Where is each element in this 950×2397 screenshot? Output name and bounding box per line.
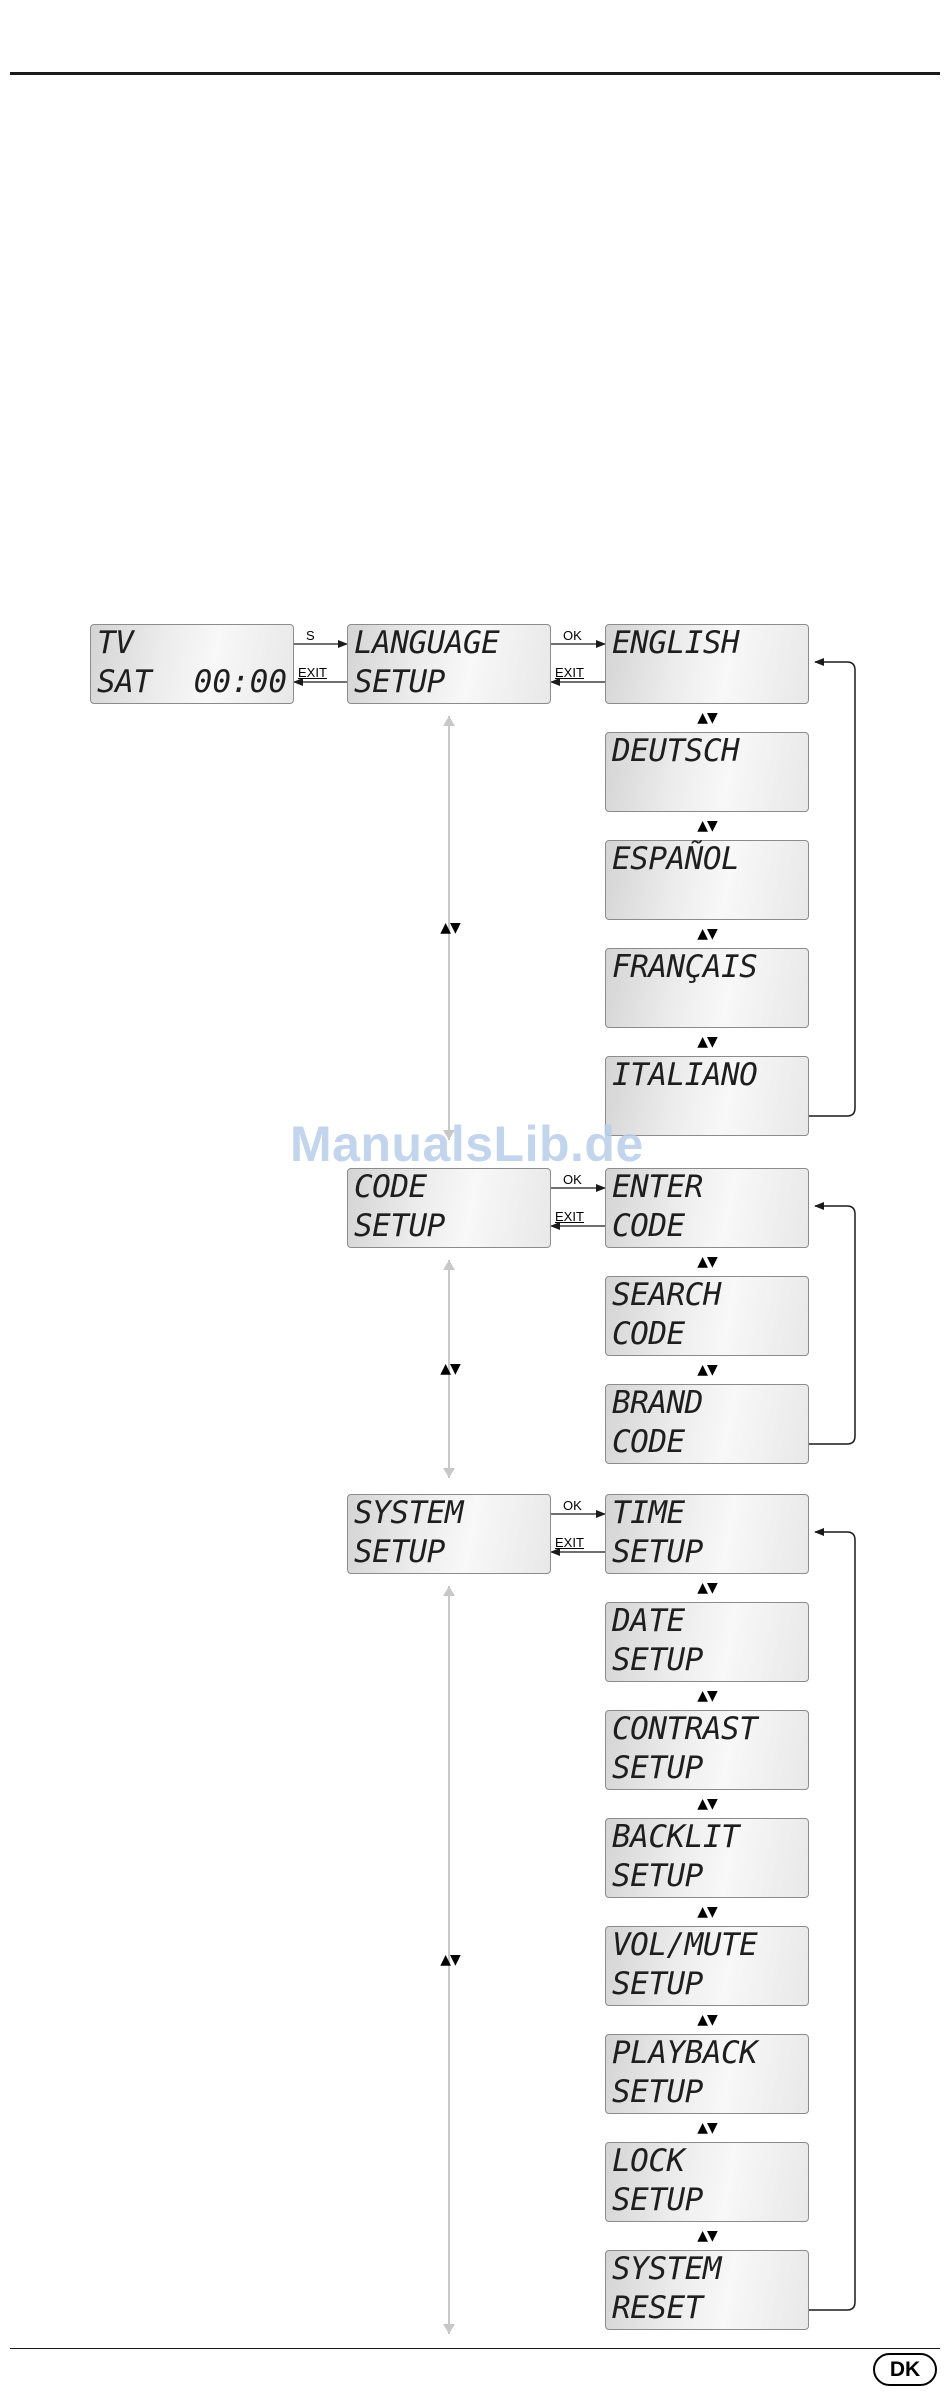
menu-0-loop-arrow [809, 658, 856, 1117]
menu-1-option-0-line2: CODE [612, 1208, 685, 1244]
menu-2-option-1-nav-label: ▲▼ [697, 1688, 718, 1704]
menu-0-nav-label: ▲▼ [440, 920, 461, 936]
menu-2-option-3-line2: SETUP [612, 1858, 703, 1894]
menu-1-loop-arrow [809, 1202, 856, 1445]
menu-0-option-0-line1: ENGLISH [612, 625, 740, 661]
watermark: ManualsLib.de [290, 1116, 644, 1172]
menu-0-nav-arrow-down [443, 1130, 455, 1140]
menu-2-option-0-nav-label: ▲▼ [697, 1580, 718, 1596]
start-key-forward: S [306, 628, 315, 643]
menu-1-nav-arrow-down [443, 1468, 455, 1478]
menu-1-option-0-line1: ENTER [612, 1169, 703, 1205]
menu-0-option-3-nav-label: ▲▼ [697, 1034, 718, 1050]
menu-2-option-5-line1: PLAYBACK [612, 2035, 758, 2071]
menu-2-option-7-line1: SYSTEM [612, 2251, 721, 2287]
menu-0-option-1: DEUTSCH [605, 732, 809, 812]
menu-0-line2: SETUP [354, 664, 445, 700]
menu-2-nav-label: ▲▼ [440, 1952, 461, 1968]
bottom-rule [10, 2348, 940, 2349]
menu-2-nav-arrow-up [443, 1586, 455, 1596]
menu-0-option-2: ESPAÑOL [605, 840, 809, 920]
menu-1-option-1-nav-label: ▲▼ [697, 1362, 718, 1378]
top-rule [10, 72, 940, 75]
menu-2-key-back: EXIT [555, 1535, 584, 1550]
menu-2-option-4-line2: SETUP [612, 1966, 703, 2002]
menu-1-nav-label: ▲▼ [440, 1361, 461, 1377]
menu-1-key-forward: OK [563, 1172, 582, 1187]
menu-2-option-5-line2: SETUP [612, 2074, 703, 2110]
start-display-line1: TV [97, 625, 134, 661]
menu-1-key-back: EXIT [555, 1209, 584, 1224]
menu-0-key-forward: OK [563, 628, 582, 643]
start-key-back: EXIT [298, 665, 327, 680]
menu-1-option-0-nav-label: ▲▼ [697, 1254, 718, 1270]
menu-0-option-2-nav-label: ▲▼ [697, 926, 718, 942]
menu-2-option-2-line2: SETUP [612, 1750, 703, 1786]
menu-2-option-6-line1: LOCK [612, 2143, 685, 2179]
menu-0-option-4-line1: ITALIANO [612, 1057, 758, 1093]
menu-0-option-3: FRANÇAIS [605, 948, 809, 1028]
menu-2-option-0-line1: TIME [612, 1495, 685, 1531]
menu-0-nav-arrow-up [443, 716, 455, 726]
menu-0-option-3-line1: FRANÇAIS [612, 949, 758, 985]
start-display-line2: SAT [97, 664, 152, 700]
menu-2-option-4-nav-label: ▲▼ [697, 2012, 718, 2028]
language-badge: DK [873, 2353, 937, 2386]
menu-0-option-0: ENGLISH [605, 624, 809, 704]
menu-0-option-1-nav-label: ▲▼ [697, 818, 718, 834]
menu-2-option-6-nav-label: ▲▼ [697, 2228, 718, 2244]
menu-0-key-back: EXIT [555, 665, 584, 680]
menu-0-option-4: ITALIANO [605, 1056, 809, 1136]
menu-2-nav-arrow-down [443, 2324, 455, 2334]
menu-2-option-2-nav-label: ▲▼ [697, 1796, 718, 1812]
menu-0-option-1-line1: DEUTSCH [612, 733, 740, 769]
menu-2-option-3-line1: BACKLIT [612, 1819, 740, 1855]
menu-2-option-0-line2: SETUP [612, 1534, 703, 1570]
menu-2-option-1-line1: DATE [612, 1603, 685, 1639]
clock-readout: 00:00 [193, 664, 287, 700]
menu-1-option-1-line1: SEARCH [612, 1277, 721, 1313]
menu-1-line1: CODE [354, 1169, 427, 1205]
menu-0-option-2-line1: ESPAÑOL [612, 841, 740, 877]
menu-1-option-1-line2: CODE [612, 1316, 685, 1352]
menu-2-key-forward: OK [563, 1498, 582, 1513]
menu-2-option-3-nav-label: ▲▼ [697, 1904, 718, 1920]
menu-2-option-2-line1: CONTRAST [612, 1711, 758, 1747]
menu-2-option-4-line1: VOL/MUTE [612, 1927, 758, 1963]
menu-2-option-6-line2: SETUP [612, 2182, 703, 2218]
menu-0-line1: LANGUAGE [354, 625, 500, 661]
menu-1-option-2-line2: CODE [612, 1424, 685, 1460]
menu-2-loop-arrow [809, 1528, 856, 2311]
menu-2-option-1-line2: SETUP [612, 1642, 703, 1678]
menu-1-option-2-line1: BRAND [612, 1385, 703, 1421]
menu-2-line1: SYSTEM [354, 1495, 463, 1531]
menu-1-line2: SETUP [354, 1208, 445, 1244]
menu-0-option-0-nav-label: ▲▼ [697, 710, 718, 726]
menu-2-line2: SETUP [354, 1534, 445, 1570]
menu-1-nav-arrow-up [443, 1260, 455, 1270]
menu-2-option-5-nav-label: ▲▼ [697, 2120, 718, 2136]
menu-2-option-7-line2: RESET [612, 2290, 703, 2326]
